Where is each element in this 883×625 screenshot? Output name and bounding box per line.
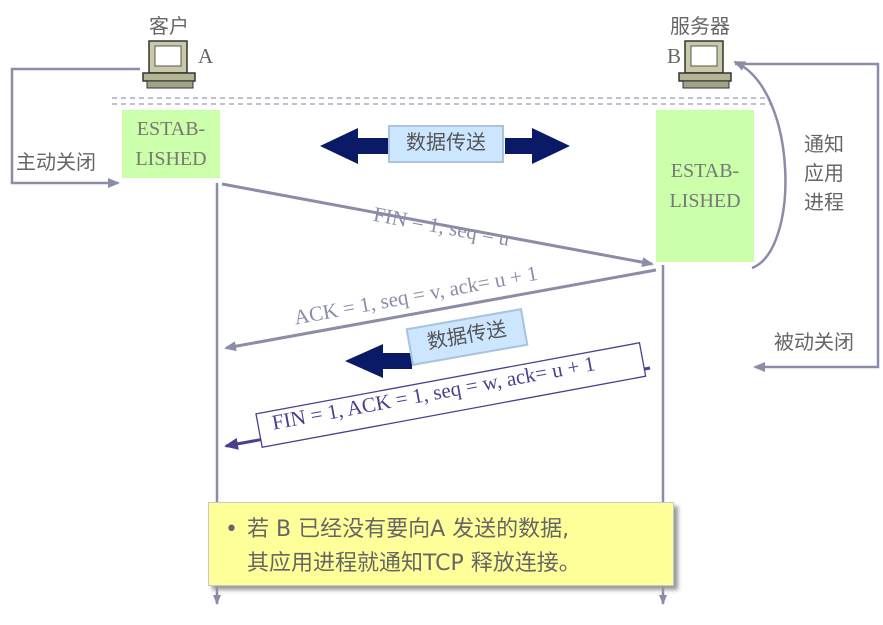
active-close-label: 主动关闭: [16, 150, 96, 174]
client-state-line2: LISHED: [135, 148, 207, 170]
notify-app-line2: 应用: [804, 161, 844, 185]
server-established-state: ESTAB- LISHED: [656, 110, 754, 262]
note-line2: 其应用进程就通知TCP 释放连接。: [247, 551, 581, 576]
client-state-line1: ESTAB-: [136, 118, 206, 140]
data-transfer-left-arrow: [345, 344, 412, 378]
note-line1-text: 若 B 已经没有要向A 发送的数据,: [247, 517, 570, 542]
server-state-line1: ESTAB-: [670, 160, 740, 182]
client-established-state: ESTAB- LISHED: [122, 110, 220, 178]
passive-close-label: 被动关闭: [774, 330, 854, 354]
notify-app-line1: 通知: [804, 132, 844, 156]
server-state-line2: LISHED: [669, 190, 741, 212]
server-letter: B: [667, 44, 682, 68]
notify-app-arrow: [733, 60, 787, 270]
data-transfer-box: 数据传送: [388, 125, 504, 163]
notify-app-label: 通知 应用 进程: [804, 130, 844, 217]
note-line1: • 若 B 已经没有要向A 发送的数据,: [225, 513, 673, 547]
client-computer-icon: [142, 40, 196, 89]
ack-message-arrow: [224, 268, 657, 352]
fin-message-arrow: [221, 182, 654, 268]
explanation-note: • 若 B 已经没有要向A 发送的数据, 其应用进程就通知TCP 释放连接。: [208, 502, 674, 586]
client-letter: A: [198, 44, 214, 68]
passive-close-arrow: [735, 62, 880, 372]
data-transfer-double-arrow: [320, 128, 570, 164]
server-title: 服务器: [670, 14, 730, 38]
client-title: 客户: [149, 14, 189, 38]
server-computer-icon: [678, 40, 732, 89]
bullet-icon: •: [225, 517, 238, 542]
notify-app-line3: 进程: [804, 190, 844, 214]
active-close-arrow: [10, 67, 140, 188]
fin-ack-box: [255, 342, 647, 449]
